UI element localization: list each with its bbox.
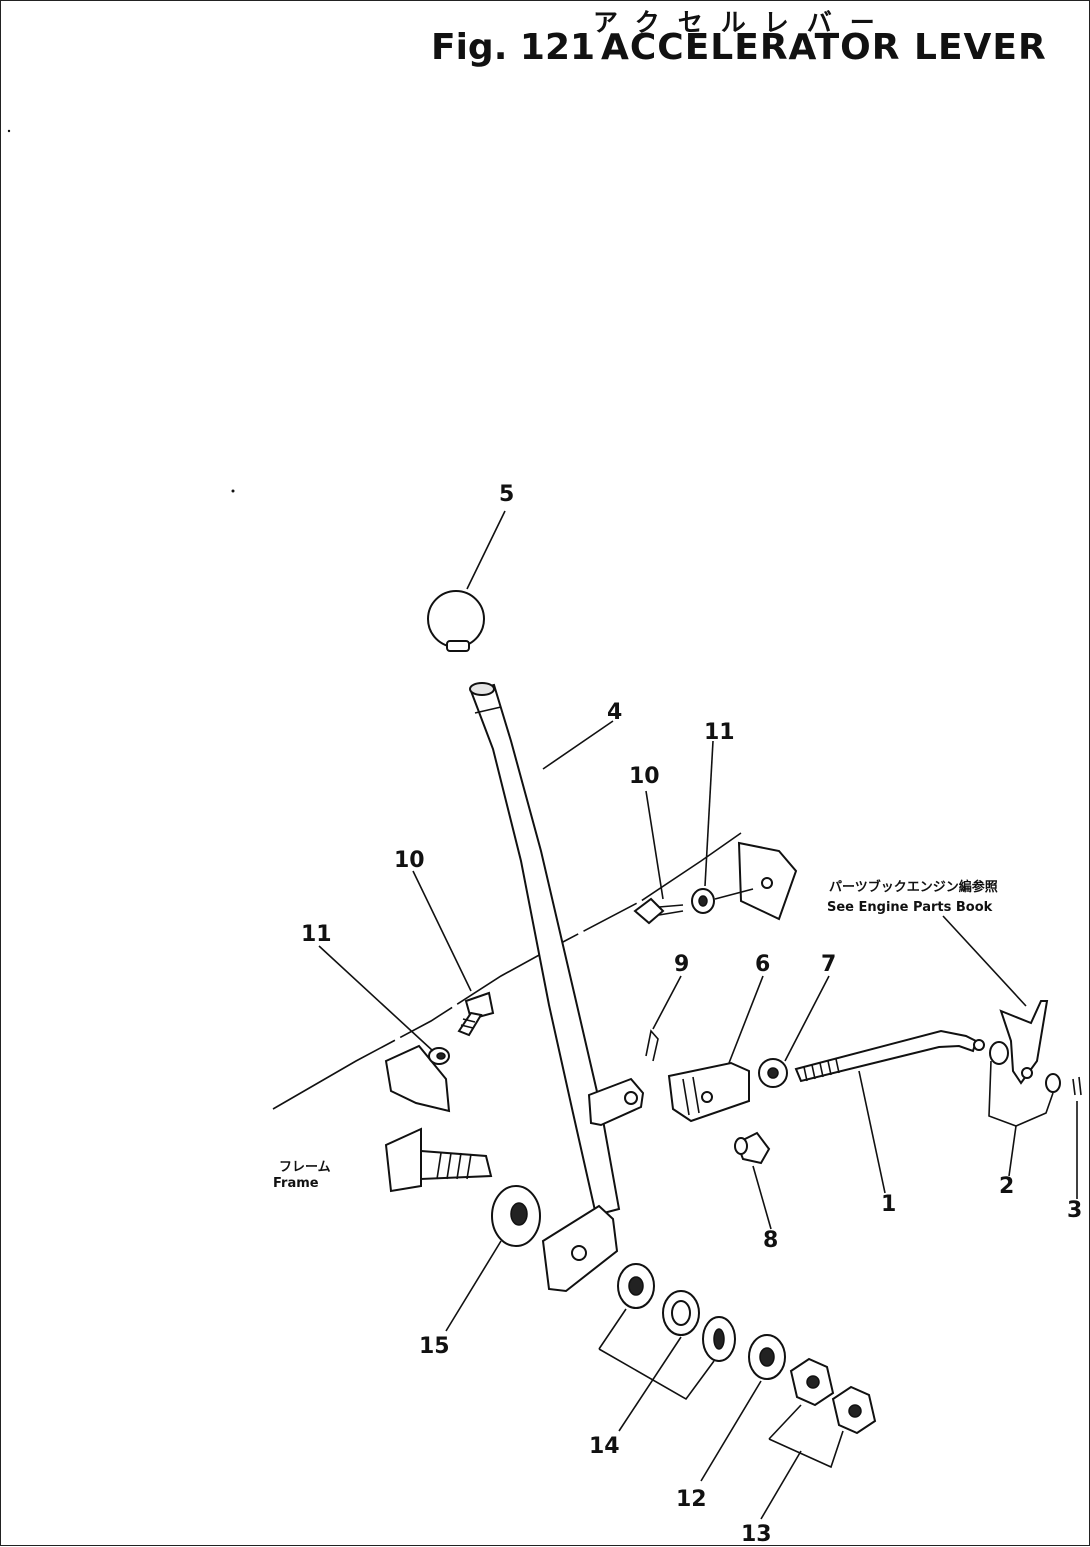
part-rod (794, 1029, 985, 1083)
part-nut-7 (758, 1058, 788, 1088)
part-spacer (491, 1185, 541, 1247)
callout-5: 5 (499, 482, 514, 507)
frame-note-ja: フレーム (279, 1160, 331, 1175)
part-knob (427, 590, 485, 652)
figure-number: Fig. 121 (431, 27, 596, 68)
part-cotter-pin (645, 1029, 659, 1062)
part-left-bolt (428, 991, 495, 1065)
annotations: フレーム Frame パーツブックエンジン編参照 See Engine Part… (273, 879, 998, 1191)
callout-4: 4 (607, 700, 622, 725)
frame-line (272, 832, 742, 1110)
part-right-bracket (633, 841, 798, 925)
title-japanese: アクセルレバー (593, 8, 893, 37)
callout-6: 6 (755, 952, 770, 977)
callout-9: 9 (674, 952, 689, 977)
callout-labels: 5 4 11 10 10 11 9 6 7 1 2 3 8 15 14 12 1… (301, 482, 1082, 1547)
leader-lines (318, 510, 1078, 1520)
callout-3: 3 (1067, 1198, 1082, 1223)
callout-8: 8 (763, 1228, 778, 1253)
callout-14: 14 (589, 1434, 620, 1459)
part-nuts-13 (789, 1357, 877, 1435)
title-english: ACCELERATOR LEVER (601, 27, 1047, 68)
frame-note-en: Frame (273, 1176, 319, 1191)
callout-11-left: 11 (301, 922, 332, 947)
callout-10-right: 10 (629, 764, 660, 789)
part-washer-12 (748, 1334, 786, 1380)
part-clevis-pin (734, 1131, 771, 1165)
callout-15: 15 (419, 1334, 450, 1359)
part-frame-bracket (384, 1044, 493, 1193)
callout-7: 7 (821, 952, 836, 977)
callout-11-right: 11 (704, 720, 735, 745)
engine-ref-ja: パーツブックエンジン編参照 (829, 879, 998, 895)
engine-ref-en: See Engine Parts Book (827, 900, 993, 915)
callout-1: 1 (881, 1192, 896, 1217)
part-yoke (667, 1061, 750, 1123)
callout-13: 13 (741, 1522, 772, 1547)
part-engine-link (989, 1000, 1082, 1096)
callout-2: 2 (999, 1174, 1014, 1199)
callout-10-left: 10 (394, 848, 425, 873)
part-lever (469, 682, 645, 1293)
callout-12: 12 (676, 1487, 707, 1512)
part-washers-14 (617, 1263, 736, 1362)
